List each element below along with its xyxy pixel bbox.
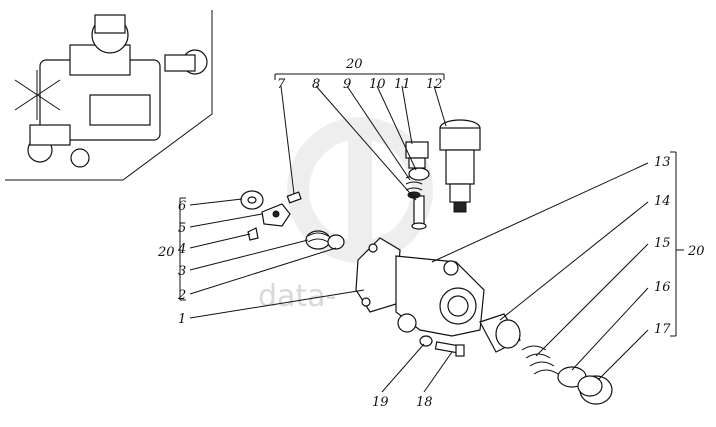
leader-lines — [189, 85, 649, 393]
engine-thumbnail — [5, 10, 213, 181]
part-11-plug — [405, 141, 429, 169]
left-bracket — [179, 197, 186, 301]
callout-14: 14 — [654, 194, 671, 209]
callout-16: 16 — [654, 280, 671, 295]
part-13-sleeve — [479, 313, 521, 353]
callout-20-right: 20 — [687, 244, 705, 259]
callout-9: 9 — [343, 77, 351, 92]
callout-1: 1 — [178, 312, 186, 327]
callout-5: 5 — [178, 221, 186, 236]
part-3-spring-assembly — [305, 230, 345, 250]
part-10-washer — [408, 167, 430, 181]
part-8-valve — [411, 195, 427, 230]
part-7-pin — [286, 191, 302, 204]
callout-20-top: 20 — [345, 57, 363, 72]
part-6-roller — [240, 190, 264, 210]
callout-10: 10 — [369, 77, 386, 92]
callout-18: 18 — [416, 395, 433, 410]
callout-12: 12 — [426, 77, 443, 92]
part-5-lever — [261, 203, 291, 227]
callout-20-left: 20 — [157, 245, 175, 260]
callout-7: 7 — [277, 77, 286, 92]
part-17-cap — [577, 375, 613, 405]
callout-3: 3 — [178, 264, 186, 279]
part-19-nut — [419, 335, 433, 347]
part-12-hand-pump — [439, 119, 481, 213]
callout-19: 19 — [372, 395, 389, 410]
part-1-pump-housing — [355, 237, 485, 337]
callout-13: 13 — [654, 155, 671, 170]
top-bracket — [274, 73, 445, 80]
callout-8: 8 — [312, 77, 320, 92]
callout-2: 2 — [177, 288, 186, 303]
part-14-spring — [521, 345, 559, 375]
right-bracket — [670, 151, 684, 337]
part-18-bolt — [434, 341, 465, 357]
callout-17: 17 — [654, 322, 671, 337]
callout-4: 4 — [177, 242, 186, 257]
callout-11: 11 — [394, 77, 411, 92]
callout-15: 15 — [654, 236, 671, 251]
callout-6: 6 — [178, 199, 186, 214]
part-4-clip — [247, 227, 259, 241]
